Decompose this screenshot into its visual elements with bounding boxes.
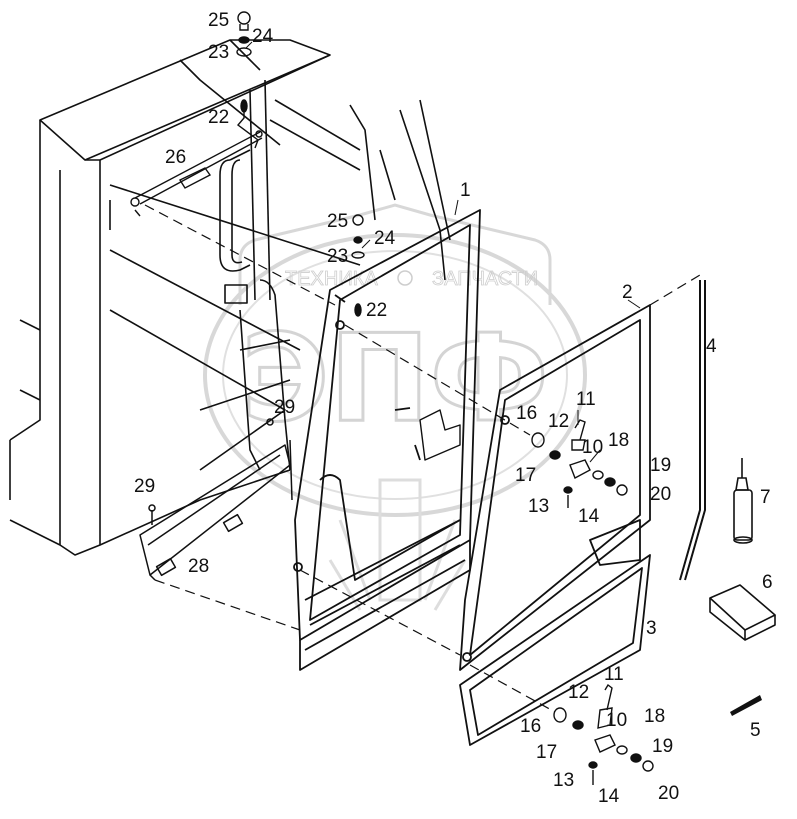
upper-mount-parts (236, 11, 365, 317)
callout-6: 6 (762, 572, 773, 593)
callout-26: 26 (165, 147, 186, 168)
callout-13: 13 (553, 770, 574, 791)
leader-lines (245, 41, 641, 463)
callout-28: 28 (188, 556, 209, 577)
callout-20: 20 (658, 783, 679, 804)
callout-29: 29 (134, 476, 155, 497)
callout-17: 17 (515, 465, 536, 486)
callout-11: 11 (604, 664, 624, 685)
callout-20: 20 (650, 484, 671, 505)
watermark-right-text: ЗАПЧАСТИ (432, 268, 538, 290)
callout-7: 7 (760, 487, 771, 508)
seal-4 (679, 280, 706, 581)
watermark-left-text: ТЕХНИКА (285, 268, 378, 290)
gas-strut-26 (130, 130, 263, 217)
callout-16: 16 (516, 403, 537, 424)
callout-1: 1 (460, 180, 471, 201)
callout-12: 12 (548, 411, 569, 432)
callout-19: 19 (652, 736, 673, 757)
part-5 (730, 695, 762, 716)
watermark: ЭПФ ТЕХНИКА ЗАПЧАСТИ (203, 203, 587, 611)
hardware-lower (553, 683, 654, 785)
seal-strip-28 (139, 418, 293, 581)
assembly-lines (144, 204, 701, 713)
callout-22: 22 (366, 300, 387, 321)
watermark-center-text: ЭПФ (241, 310, 549, 449)
callout-18: 18 (608, 430, 629, 451)
callout-labels: 25 24 23 22 26 25 24 23 22 1 2 4 29 29 2… (134, 10, 773, 807)
callout-14: 14 (598, 786, 620, 807)
box-6 (709, 584, 776, 641)
callout-23: 23 (327, 246, 348, 267)
callout-16: 16 (520, 716, 541, 737)
callout-18: 18 (644, 706, 665, 727)
sealant-tube-7 (733, 458, 753, 544)
callout-17: 17 (536, 742, 557, 763)
callout-19: 19 (650, 455, 671, 476)
callout-5: 5 (750, 720, 761, 741)
callout-3: 3 (646, 618, 657, 639)
callout-29: 29 (274, 397, 295, 418)
callout-10: 10 (606, 710, 627, 731)
glass-panel-2 (459, 304, 651, 671)
callout-11: 11 (576, 389, 596, 410)
callout-10: 10 (582, 437, 603, 458)
cab-frame (9, 39, 451, 556)
gear-icon (397, 270, 413, 286)
callout-13: 13 (528, 496, 549, 517)
door-frame-1 (293, 209, 481, 671)
callout-23: 23 (208, 42, 229, 63)
callout-22: 22 (208, 107, 229, 128)
callout-2: 2 (622, 282, 633, 303)
callout-12: 12 (568, 682, 589, 703)
callout-4: 4 (706, 336, 717, 357)
lower-glass-3 (459, 554, 651, 746)
callout-24: 24 (374, 228, 396, 249)
callout-14: 14 (578, 506, 600, 527)
callout-24: 24 (252, 26, 274, 47)
callout-25: 25 (327, 211, 348, 232)
callout-25: 25 (208, 10, 229, 31)
